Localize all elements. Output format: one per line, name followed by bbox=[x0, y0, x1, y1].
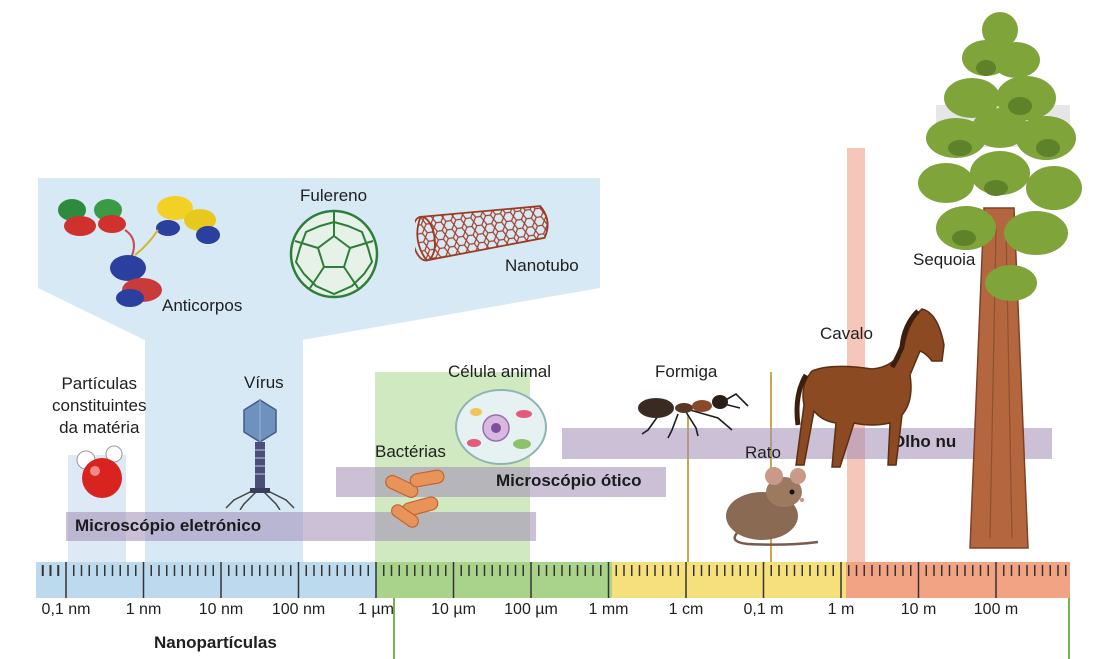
particulas-line-1: Partículas bbox=[52, 373, 147, 395]
ant-illustration bbox=[628, 384, 752, 440]
antibody-right-arm bbox=[156, 196, 220, 244]
scale-tick-label: 0,1 m bbox=[743, 601, 783, 619]
celula-animal-label: Célula animal bbox=[448, 362, 551, 382]
anticorpos-label: Anticorpos bbox=[162, 296, 242, 316]
particulas-line-2: constituintes bbox=[52, 395, 147, 417]
scale-ruler bbox=[36, 562, 1070, 598]
nanotubo-label: Nanotubo bbox=[505, 256, 579, 276]
virus-label: Vírus bbox=[244, 373, 284, 393]
bacterias-label: Bactérias bbox=[375, 442, 446, 462]
rat-illustration bbox=[718, 462, 822, 552]
water-molecule-illustration bbox=[76, 444, 132, 500]
scale-tick-label: 10 µm bbox=[431, 601, 476, 619]
scale-tick-label: 100 nm bbox=[272, 601, 325, 619]
rato-label: Rato bbox=[745, 443, 781, 463]
particulas-label: Partículas constituintes da matéria bbox=[52, 373, 147, 439]
scale-tick-label: 1 mm bbox=[589, 601, 629, 619]
ruler-ticks bbox=[36, 562, 1070, 598]
microscopio-eletronico-bar: Microscópio eletrónico bbox=[66, 512, 536, 541]
microscopio-eletronico-label: Microscópio eletrónico bbox=[75, 516, 261, 536]
scale-tick-label: 1 m bbox=[828, 601, 855, 619]
particulas-line-3: da matéria bbox=[52, 417, 147, 439]
virus-illustration bbox=[222, 398, 298, 510]
scale-tick-label: 1 nm bbox=[126, 601, 162, 619]
microscopio-otico-label: Microscópio ótico bbox=[496, 471, 641, 491]
fullerene-illustration bbox=[288, 208, 380, 300]
bacteria-illustration bbox=[380, 466, 452, 528]
animal-cell-illustration bbox=[454, 388, 548, 466]
antibody-left-arm bbox=[58, 199, 126, 236]
antibody-stem bbox=[110, 255, 162, 307]
macro-guide-line bbox=[1068, 598, 1070, 659]
scale-tick-label: 10 m bbox=[901, 601, 937, 619]
scale-tick-label: 1 µm bbox=[358, 601, 394, 619]
formiga-label: Formiga bbox=[655, 362, 717, 382]
scale-tick-label: 10 nm bbox=[199, 601, 243, 619]
nanoparticulas-label: Nanopartículas bbox=[154, 633, 277, 653]
fulereno-label: Fulereno bbox=[300, 186, 367, 206]
scale-tick-label: 100 m bbox=[974, 601, 1018, 619]
sequoia-illustration bbox=[916, 8, 1084, 562]
scale-tick-label: 100 µm bbox=[504, 601, 558, 619]
scale-tick-label: 0,1 nm bbox=[42, 601, 91, 619]
scale-tick-label: 1 cm bbox=[669, 601, 704, 619]
